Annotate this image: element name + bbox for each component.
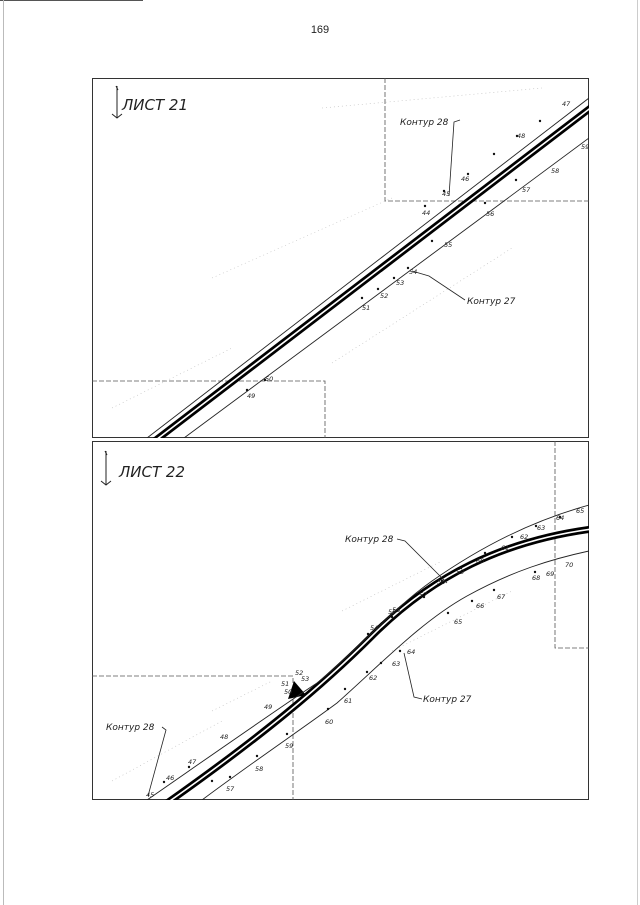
point-label: 60 <box>325 718 333 726</box>
page-number: 169 <box>310 24 330 36</box>
road-centerline <box>152 104 589 438</box>
point-label: 66 <box>476 602 484 610</box>
point-label: 60 <box>476 557 484 565</box>
point-label: 70 <box>565 561 573 569</box>
north-arrow-icon <box>100 450 112 486</box>
contour-27-leader <box>411 270 466 301</box>
point-label: 55 <box>388 608 396 616</box>
neighbour-sheet-box <box>384 78 589 202</box>
junction-marker <box>288 681 306 699</box>
contour-28-leader <box>396 538 448 584</box>
point-label: 56 <box>392 606 400 614</box>
sheet-21-drawing: ЛИСТ 21 Контур 28 Контур 27 47 48 46 45 … <box>92 78 589 438</box>
contour-28-leader <box>147 726 167 797</box>
point-label: 56 <box>486 210 494 218</box>
contour-label: Контур 28 <box>106 723 155 733</box>
neighbour-sheet-box <box>92 675 294 800</box>
point-label: 61 <box>501 544 509 552</box>
boundary-points <box>162 515 562 784</box>
sheet-title: ЛИСТ 21 <box>121 96 188 114</box>
sheet-22-drawing: ЛИСТ 22 Контур 28 Контур 27 Контур 28 65… <box>92 441 589 800</box>
contour-label: Контур 28 <box>400 118 449 128</box>
point-label: 50 <box>265 375 273 383</box>
point-label: 45 <box>442 190 450 198</box>
road-centerline <box>165 525 589 800</box>
contour-28-boundary <box>146 97 589 438</box>
point-label: 63 <box>392 660 400 668</box>
point-label: 53 <box>301 675 309 683</box>
neighbour-sheet-box <box>554 441 589 649</box>
scan-dotting <box>111 87 543 409</box>
contour-label: Контур 27 <box>467 297 516 307</box>
point-label: 59 <box>581 143 589 151</box>
boundary-points <box>245 119 542 392</box>
point-label: 63 <box>537 524 545 532</box>
point-label: 59 <box>456 568 464 576</box>
point-label: 65 <box>454 618 462 626</box>
point-label: 46 <box>461 175 469 183</box>
point-label: 59 <box>285 742 293 750</box>
point-label: 49 <box>247 392 255 400</box>
point-label: 49 <box>264 703 272 711</box>
point-label: 69 <box>546 570 554 578</box>
sheet-22: ЛИСТ 22 Контур 28 Контур 27 Контур 28 65… <box>92 441 589 800</box>
point-label: 46 <box>166 774 174 782</box>
point-label: 45 <box>146 791 154 799</box>
page-edge-right <box>637 0 638 905</box>
contour-28-boundary <box>146 504 589 800</box>
corner-rule <box>0 0 143 1</box>
point-label: 64 <box>407 648 415 656</box>
point-label: 52 <box>380 292 388 300</box>
contour-27-boundary <box>183 137 589 438</box>
contour-28-leader <box>448 119 461 197</box>
point-label: 55 <box>444 241 452 249</box>
north-arrow-icon <box>111 85 123 119</box>
contour-label: Контур 28 <box>345 535 394 545</box>
point-label: 54 <box>370 624 378 632</box>
point-label: 51 <box>281 680 289 688</box>
contour-27-boundary <box>201 550 589 800</box>
point-label: 57 <box>419 591 428 599</box>
point-label: 57 <box>226 785 235 793</box>
point-label: 48 <box>220 733 228 741</box>
point-label: 65 <box>576 507 584 515</box>
point-label: 62 <box>369 674 377 682</box>
point-label: 57 <box>522 186 531 194</box>
point-label: 52 <box>295 669 303 677</box>
sheet-frame <box>92 441 589 800</box>
sheet-frame <box>92 78 589 438</box>
point-label: 58 <box>255 765 263 773</box>
point-label: 50 <box>284 688 292 696</box>
page-edge-left <box>3 0 4 905</box>
scan-dotting <box>111 560 513 782</box>
point-label: 44 <box>422 209 430 217</box>
point-label: 58 <box>437 578 445 586</box>
point-label: 53 <box>396 279 404 287</box>
point-label: 51 <box>362 304 370 312</box>
contour-label: Контур 27 <box>423 695 472 705</box>
point-label: 54 <box>409 268 417 276</box>
sheet-title: ЛИСТ 22 <box>118 463 185 481</box>
point-label: 64 <box>556 514 564 522</box>
point-label: 62 <box>520 533 528 541</box>
point-label: 48 <box>517 132 525 140</box>
point-label: 67 <box>497 593 506 601</box>
point-label: 61 <box>344 697 352 705</box>
contour-27-leader <box>403 652 423 700</box>
point-label: 47 <box>188 758 197 766</box>
point-label: 58 <box>551 167 559 175</box>
point-label: 68 <box>532 574 540 582</box>
sheet-21: ЛИСТ 21 Контур 28 Контур 27 47 48 46 45 … <box>92 78 589 438</box>
neighbour-sheet-box <box>92 380 326 438</box>
point-label: 47 <box>562 100 571 108</box>
